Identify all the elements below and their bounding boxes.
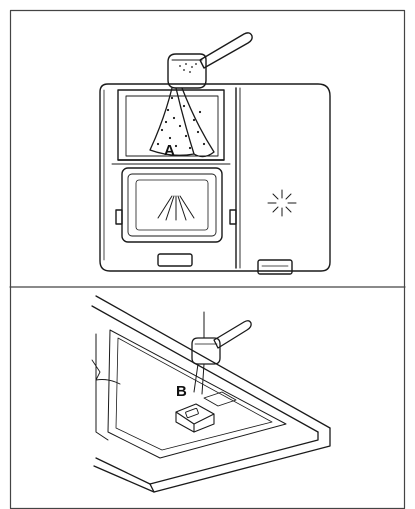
label-b: B — [176, 383, 187, 400]
page-frame — [9, 9, 406, 509]
detergent-pile — [149, 87, 215, 158]
rinse-aid-dispenser-icon — [91, 295, 331, 493]
detergent-dispenser-icon — [99, 83, 331, 275]
label-a: A — [164, 142, 175, 159]
measuring-scoop-bottom — [191, 311, 252, 395]
measuring-scoop-top — [167, 32, 253, 89]
